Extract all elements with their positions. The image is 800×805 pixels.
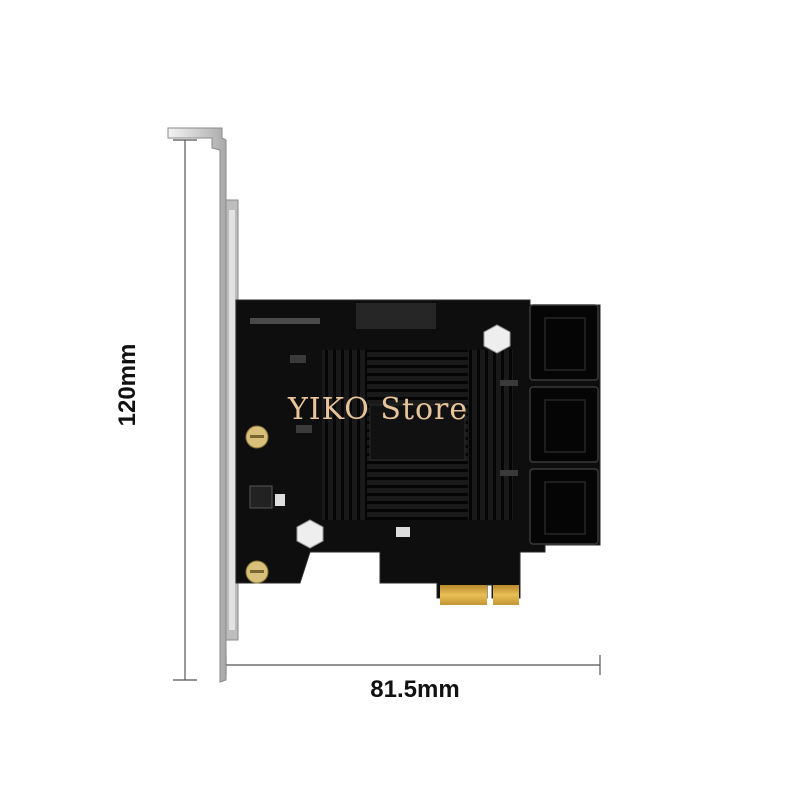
width-dimension-line [225,655,601,675]
width-dimension-label: 81.5mm [370,676,460,703]
sata-ports [529,304,599,545]
mounting-screw [245,425,269,584]
hex-standoff [296,324,511,549]
height-dimension-label: 120mm [114,343,141,427]
pcie-gold-fingers [440,585,519,605]
components [249,303,518,537]
heatsink [322,350,513,520]
metal-bracket [167,127,239,683]
store-watermark: YIKO Store [288,392,469,427]
height-dimension-line [173,139,197,681]
